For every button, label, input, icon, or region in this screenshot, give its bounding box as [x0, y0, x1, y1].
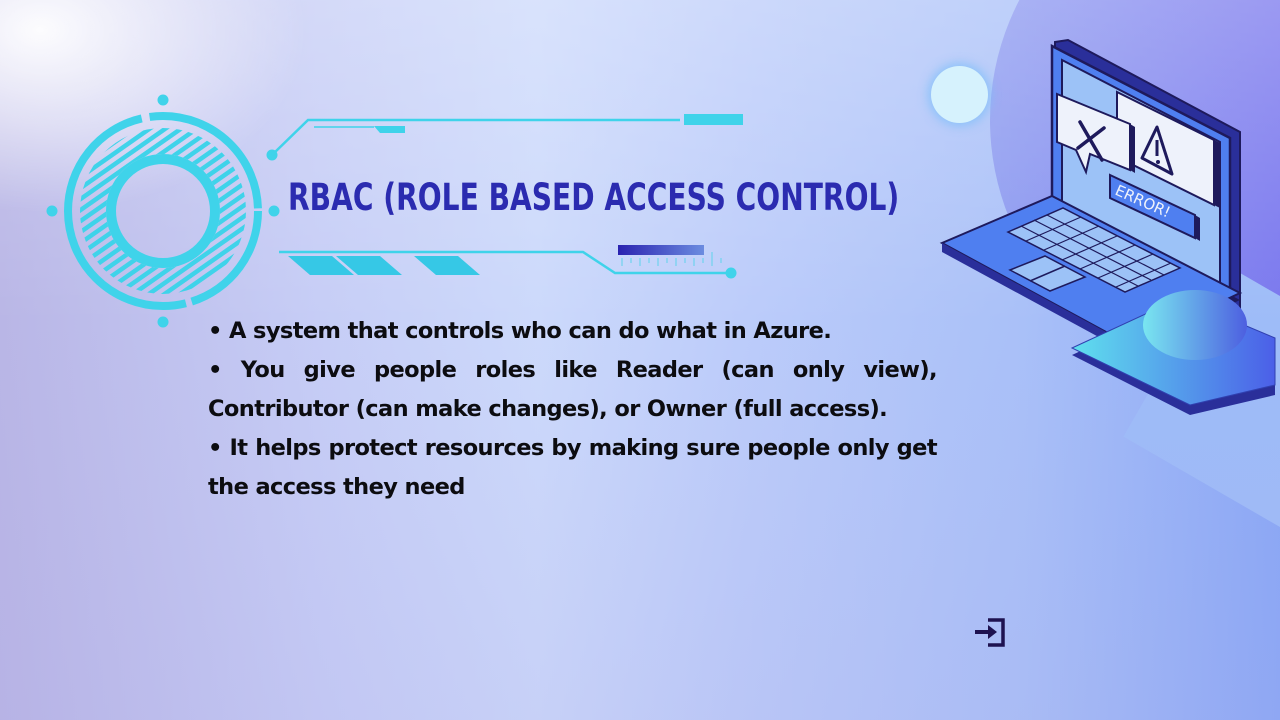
bullet-item: • A system that controls who can do what…: [208, 318, 832, 344]
ring-icon: [46, 94, 280, 328]
bullet-list: • A system that controls who can do what…: [208, 312, 938, 507]
keyboard: [1006, 207, 1182, 293]
decorative-circle: [931, 66, 988, 123]
circuit-line-bottom: [279, 245, 737, 279]
close-icon: [1076, 120, 1106, 162]
circuit-line-top: [266, 114, 743, 161]
laptop-illustration: ERROR!: [939, 38, 1276, 415]
mouse-icon: [1143, 290, 1247, 360]
error-dialog-icon: [1056, 92, 1135, 176]
page-title: RBAC (ROLE BASED ACCESS CONTROL): [288, 176, 900, 219]
bullet-item: • You give people roles like Reader (can…: [208, 357, 938, 422]
exit-icon[interactable]: [970, 614, 1010, 650]
warning-window-icon: [1116, 90, 1220, 208]
bullet-item: • It helps protect resources by making s…: [208, 435, 938, 500]
